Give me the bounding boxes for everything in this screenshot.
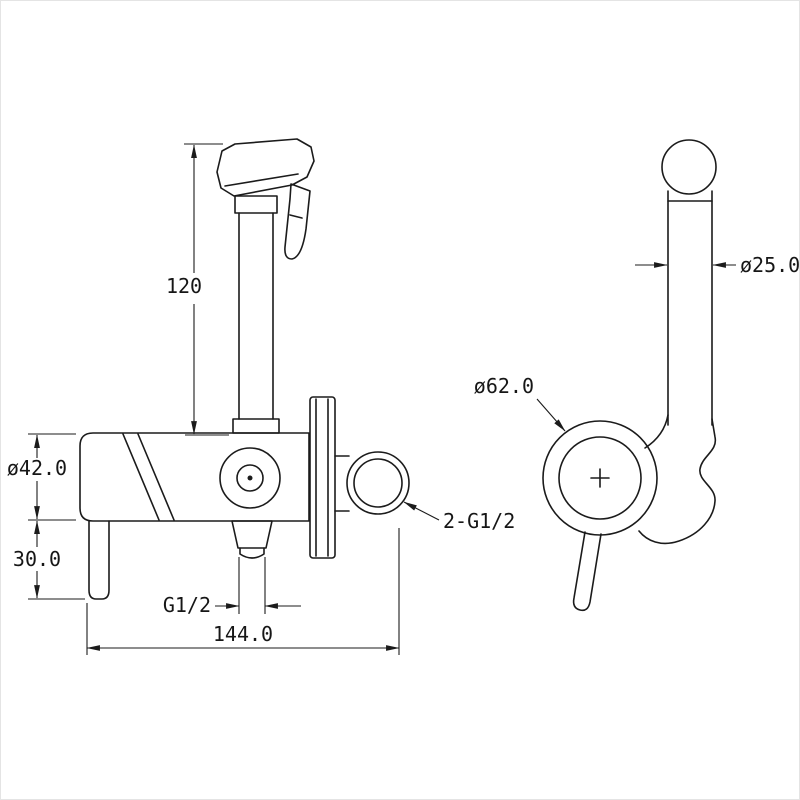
holder-ring [661,139,717,195]
wall-bracket [638,414,717,545]
dimension-annotations: 120 ø42.0 30.0 G1/2 [7,143,800,655]
dim-overall-width: 144.0 [86,528,400,655]
dim-body-diameter: ø42.0 [7,433,76,521]
dim-connection-threads: 2-G1/2 [403,501,515,533]
lever-handle [572,531,602,612]
dim-escutcheon-diameter: ø62.0 [474,374,566,432]
dim-label-tube-height: 120 [166,274,202,298]
dim-tube-height: 120 [166,143,229,436]
dim-label-connection-threads: 2-G1/2 [443,509,515,533]
escutcheon-circle [542,420,658,536]
side-view [542,139,717,612]
riser-tube [232,212,280,434]
bottom-outlet [231,520,273,559]
mixer-body [79,432,310,522]
sprayer-head [216,138,315,260]
mounting-leg [88,520,110,600]
dim-label-outlet-thread: G1/2 [163,593,211,617]
side-tube [667,190,713,426]
front-view [79,138,410,600]
wall-flange [309,396,336,559]
dim-label-foot-offset: 30.0 [13,547,61,571]
dim-label-tube-diameter: ø25.0 [740,253,800,277]
dim-tube-diameter: ø25.0 [635,253,800,277]
dim-foot-offset: 30.0 [13,520,85,600]
control-knob [334,451,410,515]
dim-label-body-diameter: ø42.0 [7,456,67,480]
dim-label-escutcheon-diameter: ø62.0 [474,374,534,398]
dim-label-overall-width: 144.0 [213,622,273,646]
dim-outlet-thread: G1/2 [163,557,301,617]
